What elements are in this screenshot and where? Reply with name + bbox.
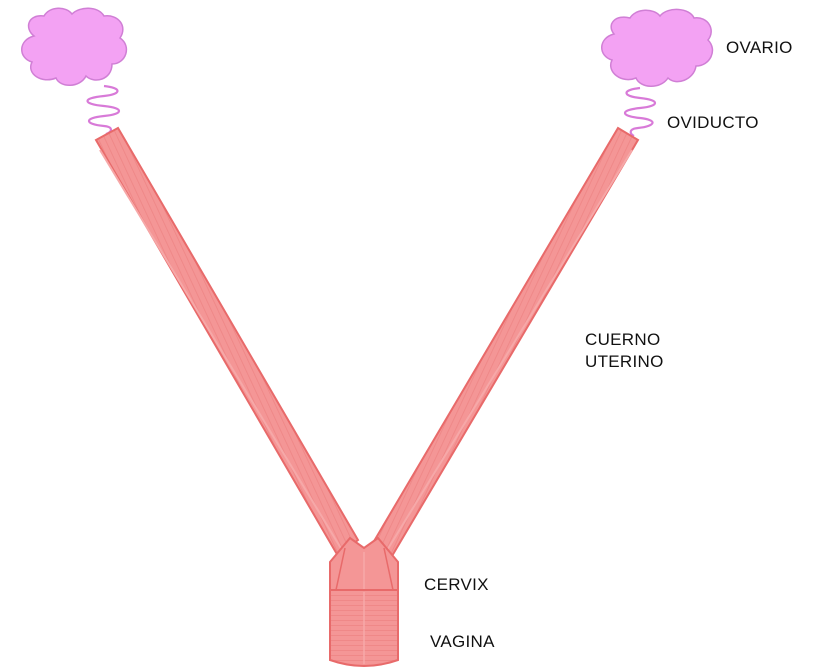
label-vagina: VAGINA xyxy=(430,631,495,653)
label-ovario: OVARIO xyxy=(726,37,793,59)
right-oviduct xyxy=(625,88,655,136)
label-cuerno: CUERNO xyxy=(585,329,664,351)
left-uterine-horn xyxy=(96,128,358,556)
label-cervix: CERVIX xyxy=(424,574,489,596)
label-uterino: UTERINO xyxy=(585,351,664,373)
left-oviduct xyxy=(88,86,120,134)
label-oviducto: OVIDUCTO xyxy=(667,112,759,134)
label-cuerno-uterino: CUERNO UTERINO xyxy=(585,329,664,373)
left-ovary xyxy=(22,8,127,85)
right-ovary xyxy=(602,9,713,86)
vagina xyxy=(330,590,398,666)
